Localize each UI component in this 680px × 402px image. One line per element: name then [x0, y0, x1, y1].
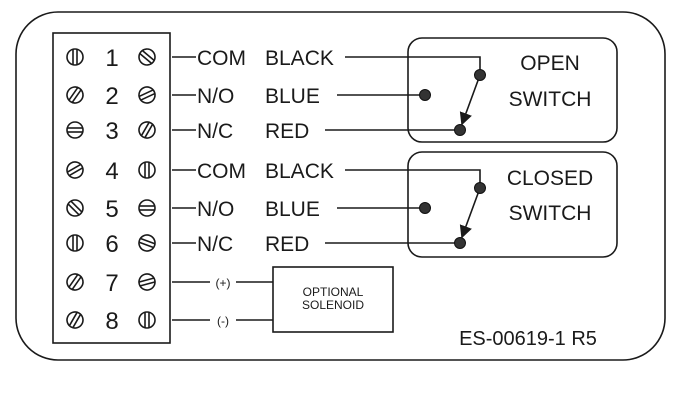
terminal-function: N/C — [197, 120, 233, 143]
open-switch-label-2: SWITCH — [509, 88, 592, 111]
screw-icon — [138, 311, 156, 329]
wire-color: BLUE — [265, 85, 320, 108]
contact-icon — [419, 89, 431, 101]
screw-icon — [138, 234, 156, 252]
screw-icon — [66, 48, 84, 66]
solenoid-polarity: (+) — [216, 276, 231, 290]
screw-icon — [138, 48, 156, 66]
closed-switch-wiring — [325, 169, 486, 249]
screw-icon — [138, 199, 156, 217]
screw-icon — [66, 86, 84, 104]
contact-icon — [454, 124, 466, 136]
open-switch-wiring — [325, 56, 486, 136]
terminal-number: 2 — [105, 83, 118, 110]
open-switch-label-1: OPEN — [520, 52, 580, 75]
wire-color: RED — [265, 233, 309, 256]
terminal-function: N/O — [197, 198, 234, 221]
outer-border — [15, 11, 666, 361]
solenoid-label-1: OPTIONAL — [303, 285, 364, 299]
wire-color: RED — [265, 120, 309, 143]
terminal-function: COM — [197, 47, 246, 70]
terminal-function: N/O — [197, 85, 234, 108]
terminal-number: 7 — [105, 270, 118, 297]
solenoid-box — [272, 266, 394, 333]
screw-icon — [66, 234, 84, 252]
contact-icon — [474, 182, 486, 194]
terminal-function: N/C — [197, 233, 233, 256]
closed-switch-box — [407, 151, 618, 258]
closed-switch-label-2: SWITCH — [509, 202, 592, 225]
terminal-number: 8 — [105, 308, 118, 335]
terminal-function: COM — [197, 160, 246, 183]
contact-icon — [474, 69, 486, 81]
wire-color: BLACK — [265, 47, 334, 70]
screw-icon — [138, 161, 156, 179]
open-switch-box — [407, 37, 618, 143]
solenoid-label-2: SOLENOID — [302, 298, 364, 312]
screw-icon — [66, 161, 84, 179]
terminal-block — [52, 32, 171, 344]
terminal-number: 4 — [105, 158, 118, 185]
terminal-number: 6 — [105, 231, 118, 258]
wire-color: BLACK — [265, 160, 334, 183]
screw-icon — [66, 311, 84, 329]
screw-icon — [66, 121, 84, 139]
screw-icon — [138, 121, 156, 139]
screw-icon — [138, 273, 156, 291]
contact-icon — [454, 237, 466, 249]
terminal-number: 1 — [105, 45, 118, 72]
solenoid-polarity: (-) — [217, 314, 229, 328]
screw-icon — [66, 273, 84, 291]
contact-icon — [419, 202, 431, 214]
terminal-number: 5 — [105, 196, 118, 223]
screw-icon — [138, 86, 156, 104]
closed-switch-label-1: CLOSED — [507, 167, 593, 190]
terminal-number: 3 — [105, 118, 118, 145]
wire-color: BLUE — [265, 198, 320, 221]
part-number: ES-00619-1 R5 — [459, 328, 597, 350]
screw-icon — [66, 199, 84, 217]
